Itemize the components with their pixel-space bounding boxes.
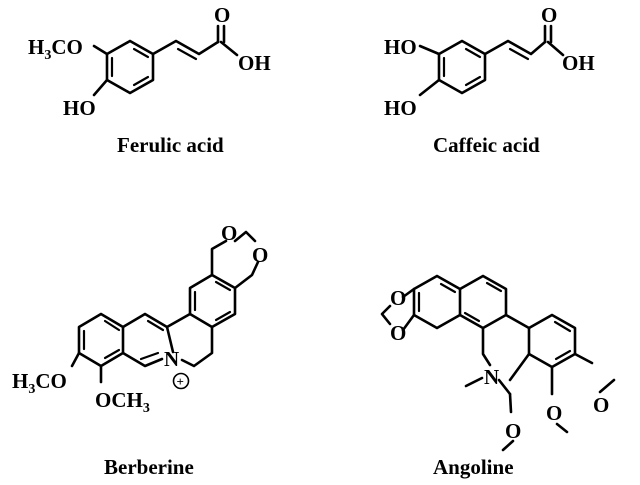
berberine-methoxy-bond: [70, 351, 81, 368]
caffeic-acid-structure: O OH HO HO Caffeic acid: [384, 3, 595, 157]
berberine-h3co-label: H3CO: [12, 369, 67, 397]
ferulic-carbonyl-oxygen: O: [214, 3, 230, 27]
berberine-dioxole: [233, 260, 260, 290]
angoline-methoxy-methyl-bond: [555, 422, 569, 434]
caffeic-benzene-ring: [437, 39, 487, 95]
berberine-nitrogen: N: [164, 347, 179, 371]
berberine-dioxole: [233, 230, 257, 243]
ferulic-acid-caption: Ferulic acid: [117, 133, 224, 157]
angoline-ring-c: [497, 378, 512, 396]
berberine-ring-b-double-bond: [139, 351, 160, 361]
angoline-ring-a: [412, 274, 462, 330]
berberine-ring-b: [121, 351, 164, 368]
caffeic-oh-label: OH: [562, 51, 595, 75]
berberine-ring-b-double-bond: [146, 319, 165, 332]
angoline-ring-b-double-bond: [463, 311, 481, 323]
ferulic-benzene-ring: [105, 39, 155, 95]
ferulic-ho-label: HO: [63, 96, 96, 120]
berberine-ring-d: [188, 273, 237, 329]
caffeic-carbonyl-oxygen: O: [541, 3, 557, 27]
angoline-methoxy-oxygen: O: [546, 401, 562, 425]
berberine-charge-sign: +: [177, 374, 184, 389]
berberine-ring-a-double-bond: [103, 348, 121, 360]
caffeic-ring-double-bond: [464, 47, 482, 59]
berberine-structure: O O N + H3CO OCH3 Berberine: [12, 221, 268, 479]
caffeic-hydroxy-bond: [418, 44, 441, 56]
berberine-ring-d-double-bond: [214, 280, 232, 292]
ferulic-acid-structure: O OH H3CO HO Ferulic acid: [28, 3, 271, 157]
angoline-ring-d: [527, 313, 577, 369]
angoline-methoxy-bond: [573, 352, 594, 365]
berberine-ring-b: [121, 312, 175, 354]
angoline-n-methyl-bond: [464, 376, 484, 388]
caffeic-alkene-double-bond: [508, 47, 530, 61]
caffeic-side-chain: [483, 39, 547, 56]
caffeic-ho-upper-label: HO: [384, 35, 417, 59]
angoline-structure: O O N O O O Angoline: [380, 274, 616, 479]
angoline-ring-c: [481, 326, 492, 367]
ferulic-ring-double-bond: [132, 47, 150, 59]
ferulic-side-chain: [151, 39, 220, 56]
angoline-methoxy-bond: [508, 392, 513, 414]
angoline-ring-c: [504, 313, 531, 382]
berberine-positive-charge: [172, 372, 190, 390]
berberine-dioxole-oxygen: O: [252, 243, 268, 267]
ferulic-ring-double-bond: [132, 75, 150, 87]
ferulic-methoxy-bond: [92, 44, 109, 56]
angoline-methoxy-methyl-bond: [598, 378, 616, 394]
ferulic-hydroxy-bond: [92, 78, 109, 97]
berberine-caption: Berberine: [104, 455, 194, 479]
angoline-ring-d-double-bond: [554, 349, 572, 361]
ferulic-methoxy-label: H3CO: [28, 35, 83, 63]
angoline-dioxole: [380, 304, 392, 326]
berberine-ring-c: [165, 312, 214, 368]
angoline-ring-b: [458, 274, 508, 330]
angoline-methoxy-methyl-bond: [501, 439, 515, 452]
ferulic-oh-label: OH: [238, 51, 271, 75]
berberine-ring-a: [77, 312, 125, 368]
angoline-methoxy-oxygen: O: [593, 393, 609, 417]
angoline-dioxole: [401, 287, 416, 299]
ferulic-acid-oh-bond: [219, 40, 239, 57]
berberine-dioxole: [210, 239, 228, 277]
angoline-nitrogen: N: [484, 365, 499, 389]
berberine-dioxole-oxygen: O: [221, 221, 237, 245]
caffeic-ho-lower-label: HO: [384, 96, 417, 120]
angoline-dioxole-oxygen: O: [390, 286, 406, 310]
angoline-dioxole-oxygen: O: [390, 321, 406, 345]
berberine-ring-d-double-bond: [214, 310, 232, 322]
caffeic-hydroxy-bond: [418, 78, 441, 97]
ferulic-alkene-double-bond: [176, 47, 198, 61]
angoline-ring-a-double-bond: [439, 282, 457, 294]
angoline-caption: Angoline: [433, 455, 514, 479]
angoline-ring-d-double-bond: [553, 320, 572, 333]
caffeic-acid-oh-bond: [546, 40, 565, 57]
angoline-ring-b-double-bond: [485, 281, 503, 293]
berberine-och3-label: OCH3: [95, 388, 150, 416]
angoline-dioxole: [401, 313, 416, 332]
caffeic-ring-double-bond: [464, 75, 482, 87]
berberine-ring-a-double-bond: [103, 319, 121, 332]
angoline-methoxy-oxygen: O: [505, 419, 521, 443]
caffeic-acid-caption: Caffeic acid: [433, 133, 540, 157]
